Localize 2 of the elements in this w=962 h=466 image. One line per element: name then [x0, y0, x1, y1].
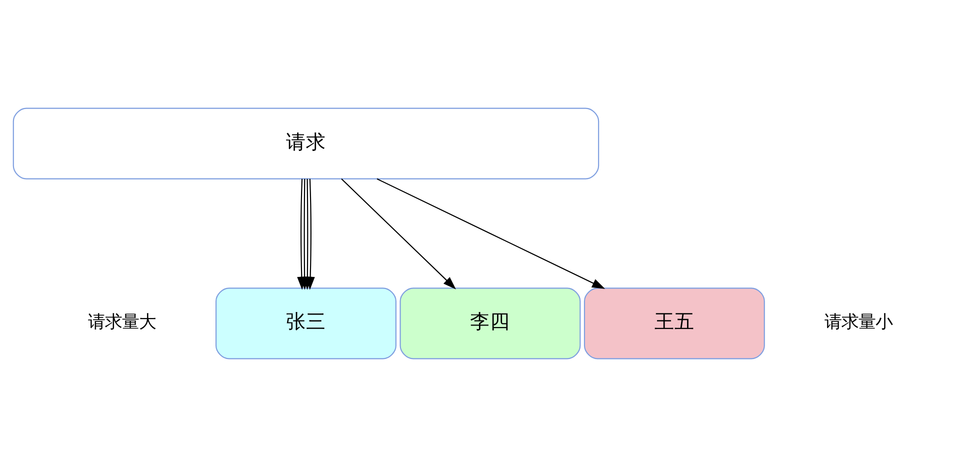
label: 请求量大 [88, 312, 156, 332]
label: 请求量小 [824, 312, 893, 332]
